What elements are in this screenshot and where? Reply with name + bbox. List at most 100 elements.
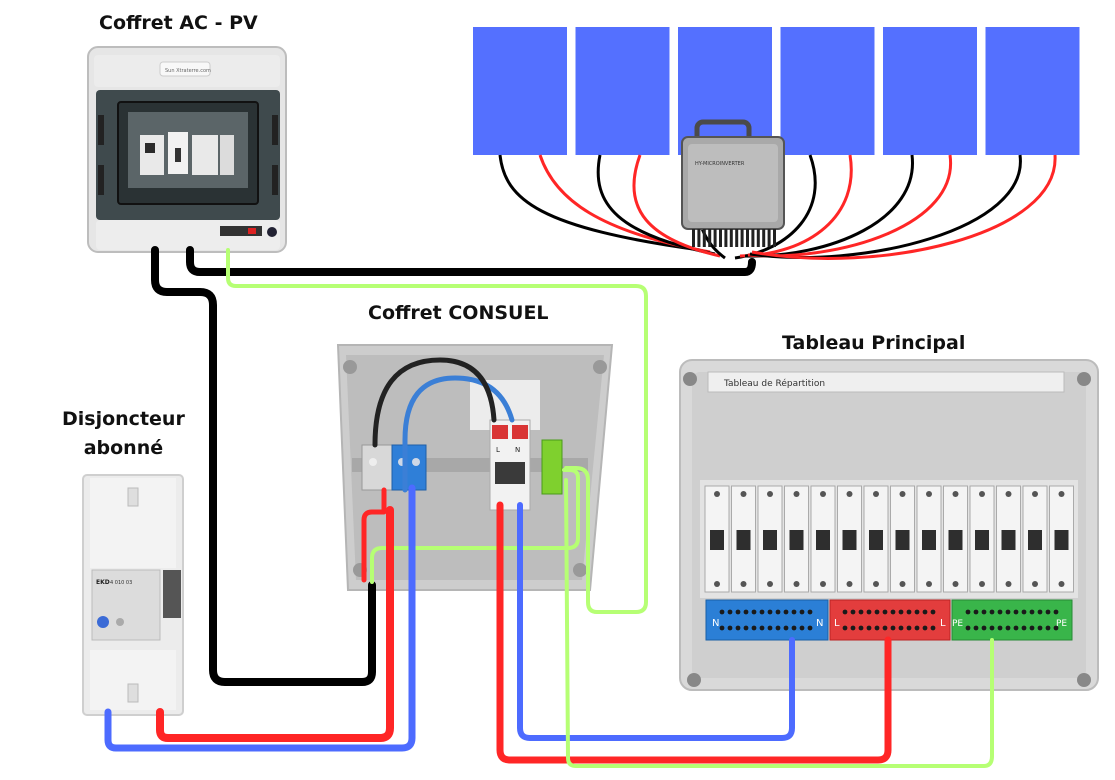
tableau-header-text: Tableau de Répartition <box>723 378 825 389</box>
bar-screw <box>799 625 805 631</box>
bar-screw <box>1005 609 1011 615</box>
breaker-screw <box>820 491 826 497</box>
earth-bar-label-right: PE <box>1056 619 1067 629</box>
bar-screw <box>1021 609 1027 615</box>
bar-screw <box>807 609 813 615</box>
bar-screw <box>922 625 928 631</box>
bar-screw <box>1053 609 1059 615</box>
bar-screw <box>930 609 936 615</box>
breaker-screw <box>1058 581 1065 587</box>
bar-screw <box>898 625 904 631</box>
breaker-screw <box>793 581 800 587</box>
live-bar-label-left: L <box>834 618 840 629</box>
bar-screw <box>807 625 813 631</box>
inverter-model-text: HY-MICROINVERTER <box>695 161 745 167</box>
bar-screw <box>965 625 971 631</box>
breaker-toggle <box>763 530 777 550</box>
solar-panel <box>883 27 977 155</box>
breaker-module <box>784 485 809 593</box>
breaker-screw <box>846 491 853 497</box>
solar-panel-array <box>473 27 1080 155</box>
bar-screw <box>719 625 725 631</box>
bar-screw <box>759 609 765 615</box>
disjoncteur-title-line1: Disjoncteur <box>62 408 185 430</box>
bar-screw <box>767 609 773 615</box>
bar-screw <box>735 625 741 631</box>
bar-screw <box>914 625 920 631</box>
bar-screw <box>1037 625 1043 631</box>
bar-screw <box>783 625 789 631</box>
breaker-screw <box>846 581 853 587</box>
bar-screw <box>775 609 781 615</box>
bar-screw <box>727 625 733 631</box>
breaker-toggle <box>842 530 857 550</box>
bar-screw <box>898 609 904 615</box>
bar-screw <box>850 625 856 631</box>
main-wiring <box>104 246 994 768</box>
bar-screw <box>1053 625 1059 631</box>
bar-screw <box>858 609 864 615</box>
bar-screw <box>791 625 797 631</box>
solar-panel <box>473 27 567 155</box>
coffret-consuel-title: Coffret CONSUEL <box>368 302 549 324</box>
bar-screw <box>906 625 912 631</box>
bar-screw <box>775 625 781 631</box>
breaker-toggle <box>1054 530 1069 550</box>
breaker-toggle <box>922 530 936 550</box>
bar-screw <box>882 609 888 615</box>
bar-screw <box>874 625 880 631</box>
bar-screw <box>1029 625 1035 631</box>
breaker-screw <box>820 581 826 587</box>
disjoncteur-ref: 4 010 03 <box>110 580 132 586</box>
breaker-toggle <box>948 530 963 550</box>
bar-screw <box>866 625 872 631</box>
breaker-toggle <box>1028 530 1042 550</box>
bar-screw <box>719 609 725 615</box>
bar-screw <box>783 609 789 615</box>
inverter-pin <box>756 229 760 247</box>
bar-screw <box>965 609 971 615</box>
bar-screw <box>1037 609 1043 615</box>
bar-screw <box>842 625 848 631</box>
neutral-bar-label-right: N <box>816 618 823 629</box>
breaker-screw <box>740 491 747 497</box>
breaker-toggle <box>736 530 751 550</box>
breaker-screw <box>714 491 720 497</box>
bar-screw <box>922 609 928 615</box>
bar-screw <box>890 625 896 631</box>
breaker-toggle <box>975 530 989 550</box>
bar-screw <box>930 625 936 631</box>
breaker-screw <box>899 491 906 497</box>
disjoncteur-abonne: EKD 4 010 03 <box>82 474 184 716</box>
breaker-screw <box>952 581 959 587</box>
bar-screw <box>759 625 765 631</box>
inverter-pin <box>708 229 712 247</box>
breaker-screw <box>873 581 879 587</box>
consuel-breaker-l: L <box>496 446 500 454</box>
bar-screw <box>997 609 1003 615</box>
breaker-screw <box>767 581 773 587</box>
bar-screw <box>1005 625 1011 631</box>
breaker-screw <box>1005 491 1012 497</box>
breaker-screw <box>714 581 720 587</box>
tableau-breakers <box>704 485 1074 593</box>
bar-screw <box>989 625 995 631</box>
bar-screw <box>890 609 896 615</box>
breaker-toggle <box>710 530 724 550</box>
bar-screw <box>997 625 1003 631</box>
breaker-screw <box>979 491 985 497</box>
inverter-pin <box>746 229 749 247</box>
inverter-pin <box>773 229 776 247</box>
live-bar-label-right: L <box>940 618 946 629</box>
breaker-screw <box>740 581 747 587</box>
solar-panel <box>575 27 670 155</box>
inverter-pin <box>735 229 739 247</box>
breaker-screw <box>767 491 773 497</box>
breaker-toggle <box>789 530 804 550</box>
inverter-pin <box>729 229 733 247</box>
bar-screw <box>989 609 995 615</box>
bar-screw <box>743 625 749 631</box>
disjoncteur-title: Disjoncteur abonné <box>62 405 185 463</box>
bar-screw <box>842 609 848 615</box>
bar-screw <box>1013 609 1019 615</box>
